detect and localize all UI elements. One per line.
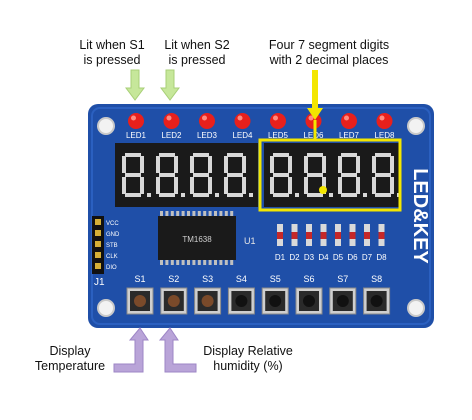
header-pin-label: STB [106, 243, 118, 249]
led-1: LED1 [126, 113, 147, 140]
switch-s4[interactable]: S4 [227, 274, 255, 315]
led-7: LED7 [339, 113, 360, 140]
led-label: LED2 [161, 131, 182, 140]
header-pin-gnd: GND [95, 230, 120, 238]
diode-2: D2 [289, 224, 300, 262]
annotation-s1-led: Lit when S1 is pressed [79, 38, 145, 67]
digit-left-4 [224, 153, 253, 197]
header-pin-label: CLK [106, 254, 118, 260]
led-label: LED1 [126, 131, 147, 140]
header-pin-vcc: VCC [95, 219, 119, 227]
diode-5: D5 [333, 224, 344, 262]
header-pin-label: GND [106, 232, 120, 238]
digits-highlight-box [258, 138, 402, 212]
led-label: LED4 [232, 131, 253, 140]
header-pin-clk: CLK [95, 252, 118, 260]
chip-ref: U1 [244, 236, 256, 246]
digit-right-3 [338, 153, 367, 197]
led-label: LED3 [197, 131, 218, 140]
diode-4: D4 [318, 224, 329, 262]
switch-label: S1 [134, 274, 145, 284]
chip-tm1638 [158, 216, 236, 260]
diode-label: D3 [304, 253, 315, 262]
annotation-digits: Four 7 segment digits with 2 decimal pla… [268, 38, 390, 67]
led-label: LED7 [339, 131, 360, 140]
header-pin-label: DIO [106, 265, 117, 271]
digit-right-2 [304, 153, 333, 197]
header-pin-label: VCC [106, 221, 119, 227]
switch-label: S3 [202, 274, 213, 284]
arrow-temperature [113, 327, 149, 373]
arrow-s2-led [160, 69, 180, 101]
diode-label: D6 [347, 253, 358, 262]
switch-s2[interactable]: S2 [160, 274, 188, 315]
diode-label: D4 [318, 253, 329, 262]
digit-left-2 [156, 153, 185, 197]
digit-right-1 [270, 153, 299, 197]
header-pin-stb: STB [95, 241, 118, 249]
diode-label: D1 [275, 253, 286, 262]
annotation-s2-led: Lit when S2 is pressed [164, 38, 230, 67]
diode-label: D8 [376, 253, 387, 262]
led-8: LED8 [374, 113, 395, 140]
diode-8: D8 [376, 224, 387, 262]
digit-left-1 [122, 153, 151, 197]
annotation-temperature: Display Temperature [34, 344, 106, 373]
switch-s5[interactable]: S5 [261, 274, 289, 315]
led-label: LED5 [268, 131, 289, 140]
switch-label: S6 [303, 274, 314, 284]
led-label: LED8 [374, 131, 395, 140]
header-ref: J1 [94, 277, 105, 288]
diode-3: D3 [304, 224, 315, 262]
diode-label: D2 [289, 253, 300, 262]
led-5: LED5 [268, 113, 289, 140]
chip-pins [160, 211, 234, 265]
arrow-humidity [158, 327, 197, 373]
digit-left-3 [190, 153, 219, 197]
diode-7: D7 [362, 224, 373, 262]
header-pin-dio: DIO [95, 263, 117, 271]
chip-label: TM1638 [182, 235, 212, 244]
mounting-holes [97, 117, 425, 317]
decimal-point-marker [319, 186, 327, 194]
diode-label: D5 [333, 253, 344, 262]
diode-label: D7 [362, 253, 373, 262]
switch-s8[interactable]: S8 [363, 274, 391, 315]
switch-label: S4 [236, 274, 247, 284]
brand-label: LED&KEY [409, 168, 431, 264]
switch-s3[interactable]: S3 [194, 274, 222, 315]
diode-6: D6 [347, 224, 358, 262]
arrow-s1-led [125, 69, 145, 101]
switch-s6[interactable]: S6 [295, 274, 323, 315]
annotation-humidity: Display Relative humidity (%) [203, 344, 293, 373]
led-row: LED1LED2LED3LED4LED5LED6LED7LED8 [126, 113, 395, 140]
switch-label: S5 [270, 274, 281, 284]
led-2: LED2 [161, 113, 182, 140]
led-4: LED4 [232, 113, 253, 140]
arrow-digits [307, 70, 323, 140]
switch-label: S2 [168, 274, 179, 284]
switch-label: S7 [337, 274, 348, 284]
switch-label: S8 [371, 274, 382, 284]
diode-1: D1 [275, 224, 286, 262]
switch-s7[interactable]: S7 [329, 274, 357, 315]
switch-s1[interactable]: S1 [126, 274, 154, 315]
led-3: LED3 [197, 113, 218, 140]
